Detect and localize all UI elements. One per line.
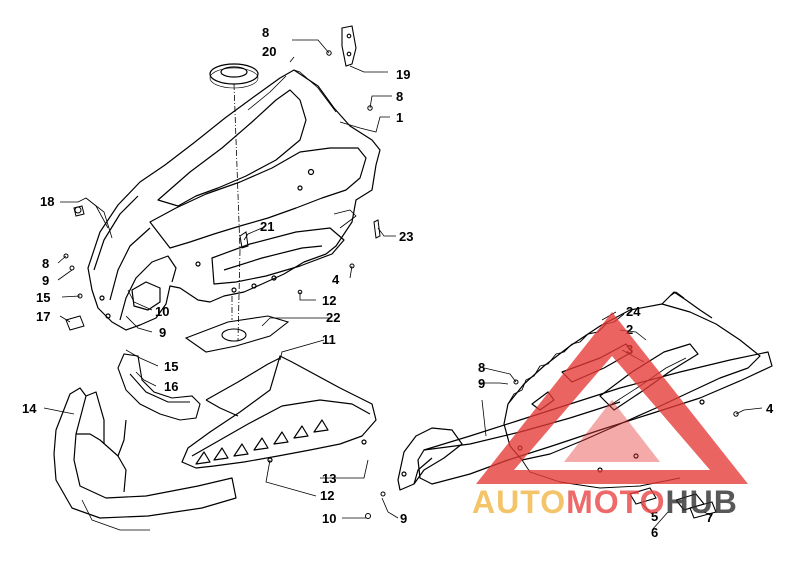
watermark-moto: MOTO	[566, 484, 665, 520]
callout-12: 12	[320, 488, 334, 503]
callout-24: 24	[626, 304, 641, 319]
callout-19: 19	[396, 67, 410, 82]
callout-9: 9	[400, 511, 407, 526]
callout-20: 20	[262, 44, 276, 59]
callout-6: 6	[651, 525, 658, 540]
callout-5: 5	[651, 509, 658, 524]
callout-18: 18	[40, 194, 54, 209]
callout-12: 12	[322, 293, 336, 308]
leader-lines	[43, 39, 763, 531]
bracket-tab	[341, 25, 357, 67]
callout-17: 17	[36, 309, 50, 324]
callout-16: 16	[164, 379, 178, 394]
callout-8: 8	[42, 256, 49, 271]
callout-9: 9	[159, 325, 166, 340]
callout-15: 15	[36, 290, 50, 305]
watermark-logo: AUTOMOTOHUB	[472, 312, 748, 520]
watermark-triangle-icon	[476, 312, 748, 484]
front-bumper	[53, 387, 237, 531]
track-fender	[397, 427, 463, 491]
callout-11: 11	[322, 332, 336, 347]
callout-13: 13	[322, 471, 336, 486]
callout-labels: 8 20 19 8 1 18 21 23 8 9 15 4 12 10 17 9…	[22, 25, 774, 540]
access-plate	[184, 315, 290, 353]
callout-4: 4	[766, 401, 774, 416]
callout-9: 9	[42, 273, 49, 288]
callout-8: 8	[396, 89, 403, 104]
callout-1: 1	[396, 110, 403, 125]
callout-22: 22	[326, 310, 340, 325]
callout-2: 2	[626, 322, 633, 337]
callout-15: 15	[164, 359, 178, 374]
callout-8: 8	[262, 25, 269, 40]
watermark-auto: AUTO	[472, 484, 566, 520]
callout-10: 10	[322, 511, 336, 526]
callout-9: 9	[478, 376, 485, 391]
callout-14: 14	[22, 401, 37, 416]
lower-belly-pan	[181, 355, 377, 469]
callout-4: 4	[332, 272, 340, 287]
callout-7: 7	[706, 510, 713, 525]
upper-belly-pan	[87, 69, 381, 331]
clip-plates	[629, 487, 717, 519]
callout-8: 8	[478, 360, 485, 375]
svg-text:AUTOMOTOHUB: AUTOMOTOHUB	[472, 484, 738, 520]
callout-23: 23	[399, 229, 413, 244]
callout-21: 21	[260, 219, 274, 234]
watermark-hub: HUB	[665, 484, 737, 520]
callout-10: 10	[155, 304, 169, 319]
support-bracket	[117, 353, 201, 421]
